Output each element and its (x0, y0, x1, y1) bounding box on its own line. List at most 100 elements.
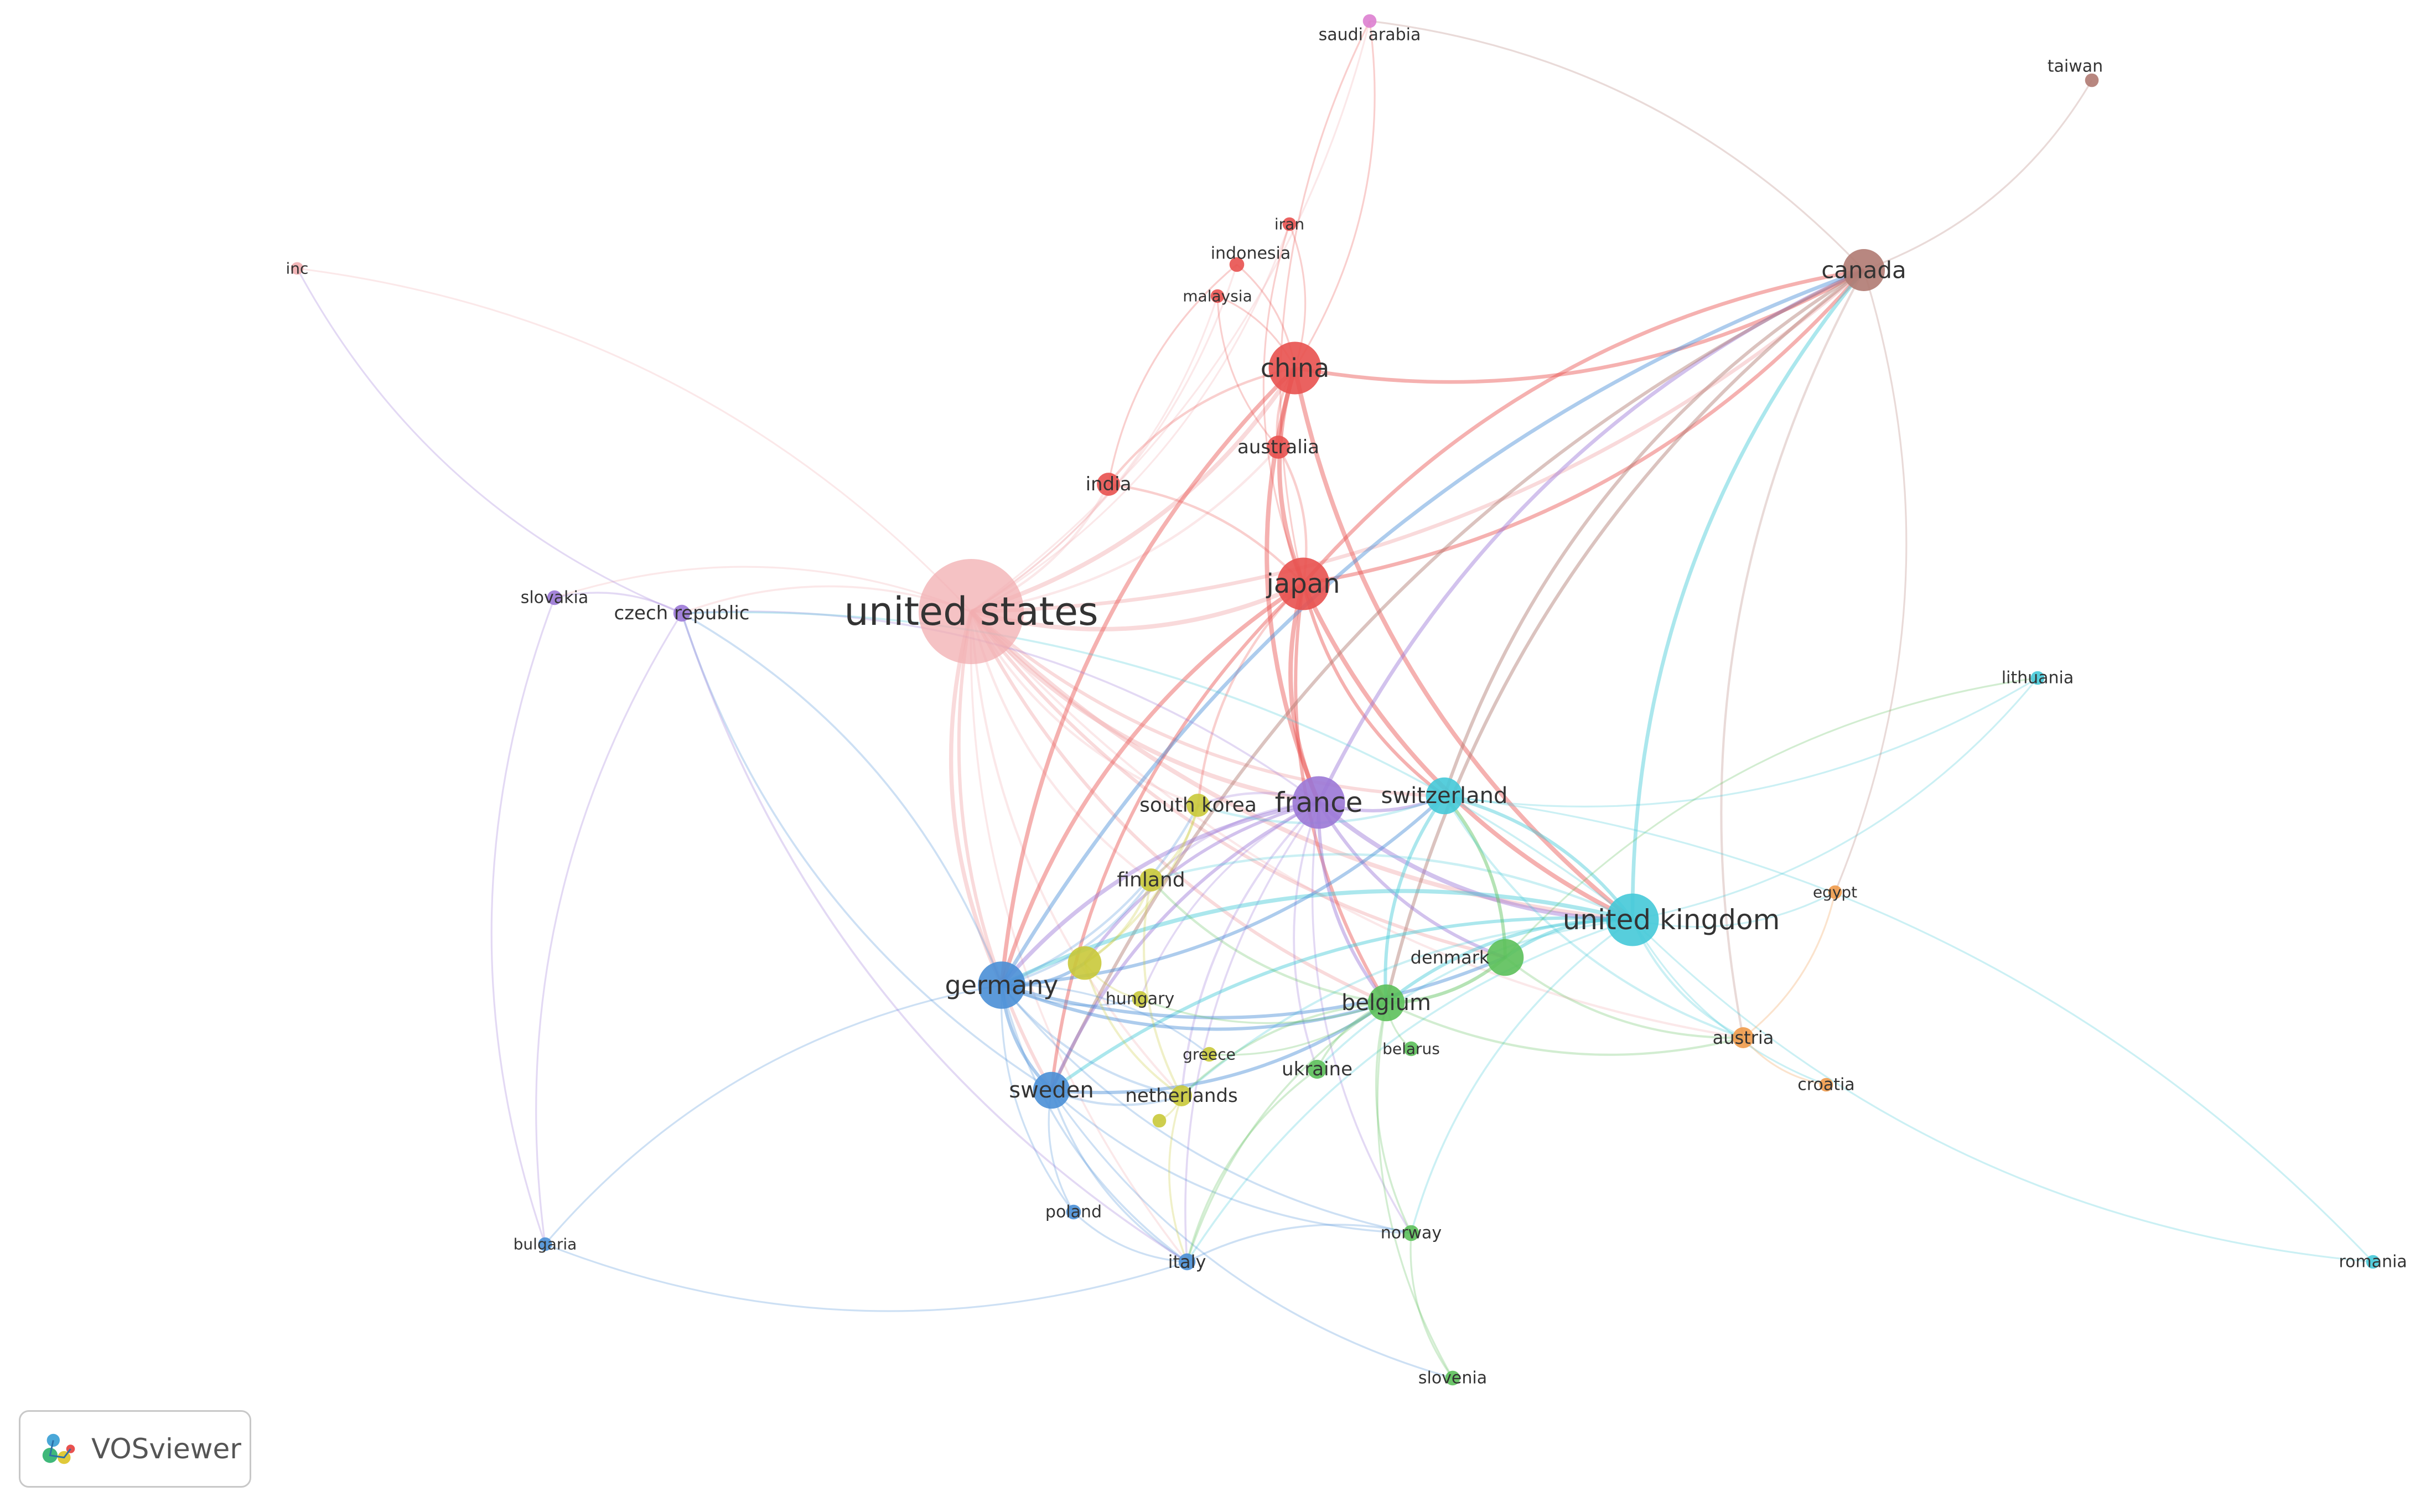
label-sweden: sweden (1009, 1078, 1094, 1103)
node-norway[interactable] (1403, 1225, 1419, 1241)
link-germany-denmark (1001, 956, 1506, 1019)
link-unlabeled-yellow-netherlands (1084, 962, 1183, 1097)
node-czech-republic[interactable] (673, 604, 691, 622)
network-links (296, 20, 2374, 1379)
link-belgium-norway (1375, 1002, 1412, 1234)
link-united-states-switzerland (970, 610, 1445, 798)
link-czech-republic-slovakia (554, 592, 682, 614)
label-austria: austria (1713, 1027, 1774, 1048)
link-germany-south-korea (1001, 804, 1199, 987)
node-saudi-arabia[interactable] (1362, 14, 1377, 28)
link-norway-slovenia (1409, 1233, 1454, 1379)
label-greece: greece (1183, 1045, 1236, 1064)
node-slovakia[interactable] (547, 590, 562, 605)
link-switzerland-belgium (1383, 795, 1446, 1003)
link-china-india (1107, 366, 1295, 485)
label-canada: canada (1821, 257, 1906, 284)
node-china[interactable] (1268, 341, 1322, 395)
node-belgium[interactable] (1367, 984, 1405, 1022)
link-germany-switzerland (1001, 794, 1446, 987)
link-united-states-iran (971, 224, 1291, 613)
label-egypt: egypt (1813, 883, 1857, 902)
link-canada-austria (1720, 270, 1865, 1038)
vosviewer-logo-icon (42, 1433, 75, 1464)
node-indonesia[interactable] (1229, 257, 1245, 272)
link-china-germany (999, 366, 1297, 986)
node-sweden[interactable] (1033, 1071, 1070, 1109)
link-china-canada (1294, 268, 1865, 384)
link-united-kingdom-ukraine (1316, 919, 1633, 1070)
node-croatia[interactable] (1819, 1078, 1833, 1092)
node-slovenia[interactable] (1445, 1370, 1460, 1386)
node-italy[interactable] (1178, 1253, 1196, 1271)
link-saudi-arabia-japan (1279, 20, 1371, 584)
node-australia[interactable] (1267, 436, 1290, 459)
label-australia: australia (1237, 436, 1319, 458)
label-inc: inc (286, 260, 309, 278)
link-belgium-slovenia (1376, 1002, 1454, 1379)
link-malaysia-australia (1216, 296, 1279, 448)
link-united-states-indonesia (971, 264, 1238, 613)
link-austria-egypt (1743, 892, 1836, 1039)
link-indonesia-india (1107, 263, 1238, 485)
link-china-saudi-arabia (1294, 20, 1376, 369)
node-lithuania[interactable] (2030, 671, 2045, 685)
label-china: china (1261, 353, 1330, 383)
label-indonesia: indonesia (1211, 244, 1291, 263)
node-unlabeled-yellow[interactable] (1068, 946, 1102, 980)
node-canada[interactable] (1843, 249, 1885, 291)
node-romania[interactable] (2366, 1255, 2380, 1269)
link-germany-belgium (1001, 983, 1387, 1031)
node-iran[interactable] (1282, 217, 1297, 231)
link-france-ukraine (1293, 802, 1320, 1070)
node-egypt[interactable] (1828, 885, 1842, 899)
node-switzerland[interactable] (1426, 777, 1463, 815)
label-united-states: united states (844, 589, 1098, 634)
node-united-kingdom[interactable] (1606, 893, 1659, 946)
node-hungary[interactable] (1132, 991, 1148, 1007)
link-united-states-inc (297, 267, 972, 613)
link-france-norway (1311, 802, 1412, 1234)
link-bulgaria-italy (545, 1243, 1188, 1312)
node-south-korea[interactable] (1186, 794, 1210, 817)
link-germany-norway (1001, 984, 1412, 1234)
link-united-kingdom-czech-republic (681, 611, 1634, 921)
node-finland[interactable] (1139, 868, 1163, 892)
node-india[interactable] (1097, 473, 1120, 496)
node-poland[interactable] (1066, 1204, 1081, 1220)
link-united-states-italy (970, 611, 1188, 1263)
node-denmark[interactable] (1486, 939, 1524, 976)
link-japan-switzerland (1302, 583, 1445, 798)
node-belarus[interactable] (1403, 1041, 1419, 1057)
link-czech-republic-sweden (681, 613, 1052, 1091)
link-united-kingdom-netherlands (1180, 918, 1633, 1097)
node-taiwan[interactable] (2085, 73, 2099, 87)
link-norway-italy (1186, 1224, 1412, 1263)
link-france-united-kingdom (1317, 800, 1633, 922)
link-canada-germany (1000, 268, 1865, 986)
label-slovakia: slovakia (521, 588, 589, 608)
node-france[interactable] (1292, 776, 1345, 829)
node-germany[interactable] (978, 961, 1025, 1009)
label-ukraine: ukraine (1282, 1058, 1352, 1080)
label-poland: poland (1045, 1203, 1102, 1222)
node-japan[interactable] (1277, 557, 1330, 610)
link-germany-czech-republic (681, 612, 1003, 986)
link-belgium-netherlands (1180, 1001, 1387, 1097)
label-denmark: denmark (1411, 947, 1490, 968)
label-south-korea: south korea (1139, 794, 1257, 817)
node-inc[interactable] (291, 262, 304, 275)
node-ukraine[interactable] (1307, 1059, 1327, 1079)
link-japan-india (1108, 483, 1304, 585)
link-belgium-italy (1186, 1002, 1387, 1262)
node-unlabeled-yellow-2[interactable] (1152, 1114, 1167, 1128)
link-egypt-canada (1834, 270, 1908, 893)
node-greece[interactable] (1201, 1047, 1217, 1062)
node-austria[interactable] (1733, 1027, 1754, 1048)
node-malaysia[interactable] (1210, 289, 1225, 303)
link-united-kingdom-lithuania (1632, 677, 2039, 921)
node-united-states[interactable] (919, 559, 1024, 664)
node-bulgaria[interactable] (538, 1237, 552, 1251)
node-netherlands[interactable] (1171, 1085, 1192, 1106)
